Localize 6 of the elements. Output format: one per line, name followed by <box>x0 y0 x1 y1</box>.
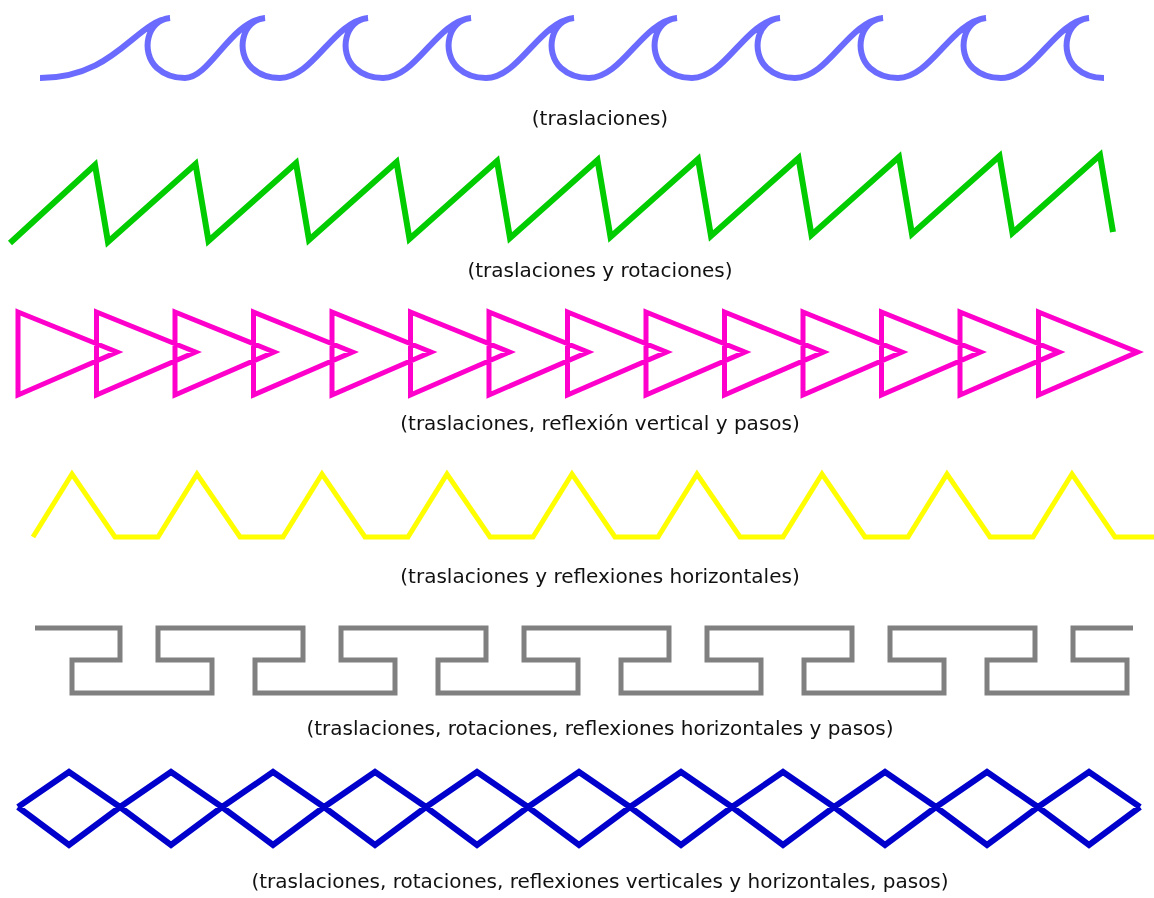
pattern-caption: (traslaciones, rotaciones, reflexiones horizontales y pasos) <box>306 716 894 740</box>
pattern-caption: (traslaciones y rotaciones) <box>467 258 733 282</box>
pattern-caption: (traslaciones) <box>531 106 669 130</box>
pattern-caption: (traslaciones, rotaciones, reflexiones verticales y horizontales, pasos) <box>251 869 949 893</box>
pattern-caption: (traslaciones, reflexión vertical y pasos) <box>400 411 800 435</box>
pattern-caption: (traslaciones y reflexiones horizontales) <box>400 564 800 588</box>
